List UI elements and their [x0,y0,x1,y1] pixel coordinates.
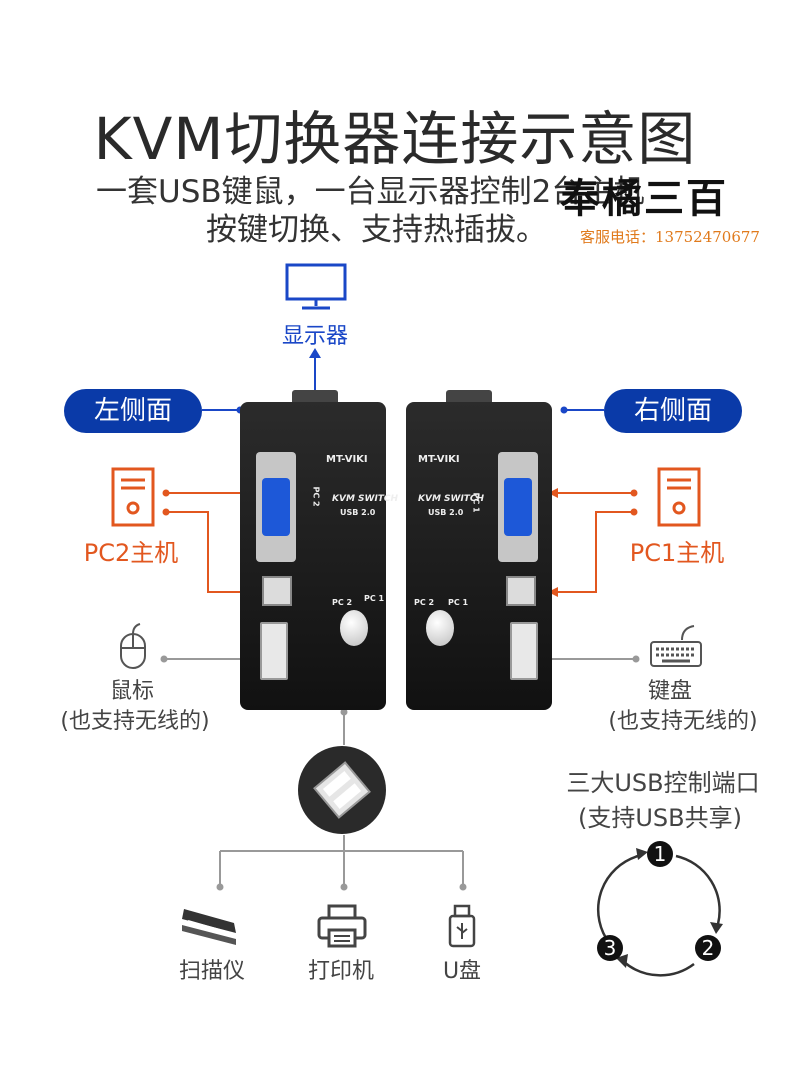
cycle-arc-1-2 [675,854,721,925]
pc1-usb-arrowhead [548,587,558,597]
right-kvm-device: MT-VIKI KVM SWITCH USB 2.0 PC 1 PC 2 PC … [406,402,552,710]
scanner-icon [182,909,236,945]
mouse-icon [120,623,146,669]
right-device-usb-version: USB 2.0 [428,508,464,517]
pc2-dot-top [162,489,170,497]
brand-watermark: 奉橘三百 [560,175,728,222]
pc1-dot-bottom [630,508,638,516]
right-device-model: KVM SWITCH [418,494,485,504]
scanner-label: 扫描仪 [178,959,245,984]
cycle-step-1-circle [647,841,673,867]
left-device-port-pc2: PC 2 [311,486,321,507]
pc1-label: PC1主机 [629,539,725,567]
mouse-label: 鼠标 [109,679,154,704]
right-device-port-pc1: PC 1 [471,492,481,513]
printer-dot [340,883,348,891]
pc1-vga-port [498,452,538,562]
cycle-step-3: 3 [604,936,617,960]
printer-icon [317,904,367,948]
keyboard-note: (也支持无线的) [608,709,758,734]
udisk-dot [459,883,467,891]
left-device-button-pc1: PC 1 [364,594,385,603]
pc-tower-icon [657,467,701,527]
cycle-step-3-circle [597,935,623,961]
switch-button[interactable] [340,610,368,646]
cycle-arc-3-1 [596,854,639,945]
cycle-arrow-3 [616,954,628,968]
pc-tower-icon [111,467,155,527]
mouse-dot [160,655,168,663]
left-side-pill: 左侧面 [64,389,202,433]
pc2-label: PC2主机 [83,539,179,567]
switch-button-right[interactable] [426,610,454,646]
keyboard-label: 键盘 [647,679,692,704]
cycle-arrow-2 [710,922,723,934]
keyboard-icon [650,625,702,667]
monitor-arrowhead [309,348,321,358]
left-device-brand: MT-VIKI [326,454,368,465]
left-device-usb-version: USB 2.0 [340,508,376,517]
udisk-label: U盘 [442,959,482,984]
usb-ports-title: 三大USB控制端口 [566,769,760,797]
page-title: KVM切换器连接示意图 [93,105,697,173]
monitor-label: 显示器 [281,324,348,349]
left-kvm-device: MT-VIKI KVM SWITCH USB 2.0 PC 2 PC 2 PC … [240,402,398,710]
pc1-usb-b-port [506,576,536,606]
subtitle-line-2: 按键切换、支持热插拔。 [206,212,547,248]
pc1-vga-arrowhead [548,488,558,498]
keyboard-dot [632,655,640,663]
pc2-dot-bottom [162,508,170,516]
usb-cycle-diagram: 1 2 3 [596,841,723,977]
subtitle-line-1: 一套USB键鼠，一台显示器控制2台主机 [96,174,645,210]
cycle-arc-2-3 [623,961,695,977]
right-device-brand: MT-VIKI [418,454,460,465]
usb-ports-note: (支持USB共享) [578,804,742,832]
mouse-note: (也支持无线的) [60,709,210,734]
mouse-usb-port [260,622,288,680]
left-device-model: KVM SWITCH [332,494,399,504]
usb-drive-icon [448,904,476,948]
phone-watermark: 客服电话：13752470677 [580,228,760,246]
right-device-button-pc1: PC 1 [448,598,469,607]
pc2-vga-port [256,452,296,562]
keyboard-usb-port [510,622,538,680]
cycle-arrow-1 [636,848,648,860]
pc2-usb-line [166,511,244,593]
cycle-step-1: 1 [654,842,667,866]
right-device-button-pc2: PC 2 [414,598,435,607]
right-side-pill: 右侧面 [604,389,742,433]
right-side-dot [560,406,568,414]
printer-label: 打印机 [307,959,374,984]
monitor-icon [285,263,347,310]
cycle-step-2-circle [695,935,721,961]
pc1-usb-line [556,511,634,593]
pc2-usb-b-port [262,576,292,606]
left-device-button-pc2: PC 2 [332,598,353,607]
scanner-dot [216,883,224,891]
pc1-dot-top [630,489,638,497]
usb-port-icon [298,746,386,834]
cycle-step-2: 2 [702,936,715,960]
